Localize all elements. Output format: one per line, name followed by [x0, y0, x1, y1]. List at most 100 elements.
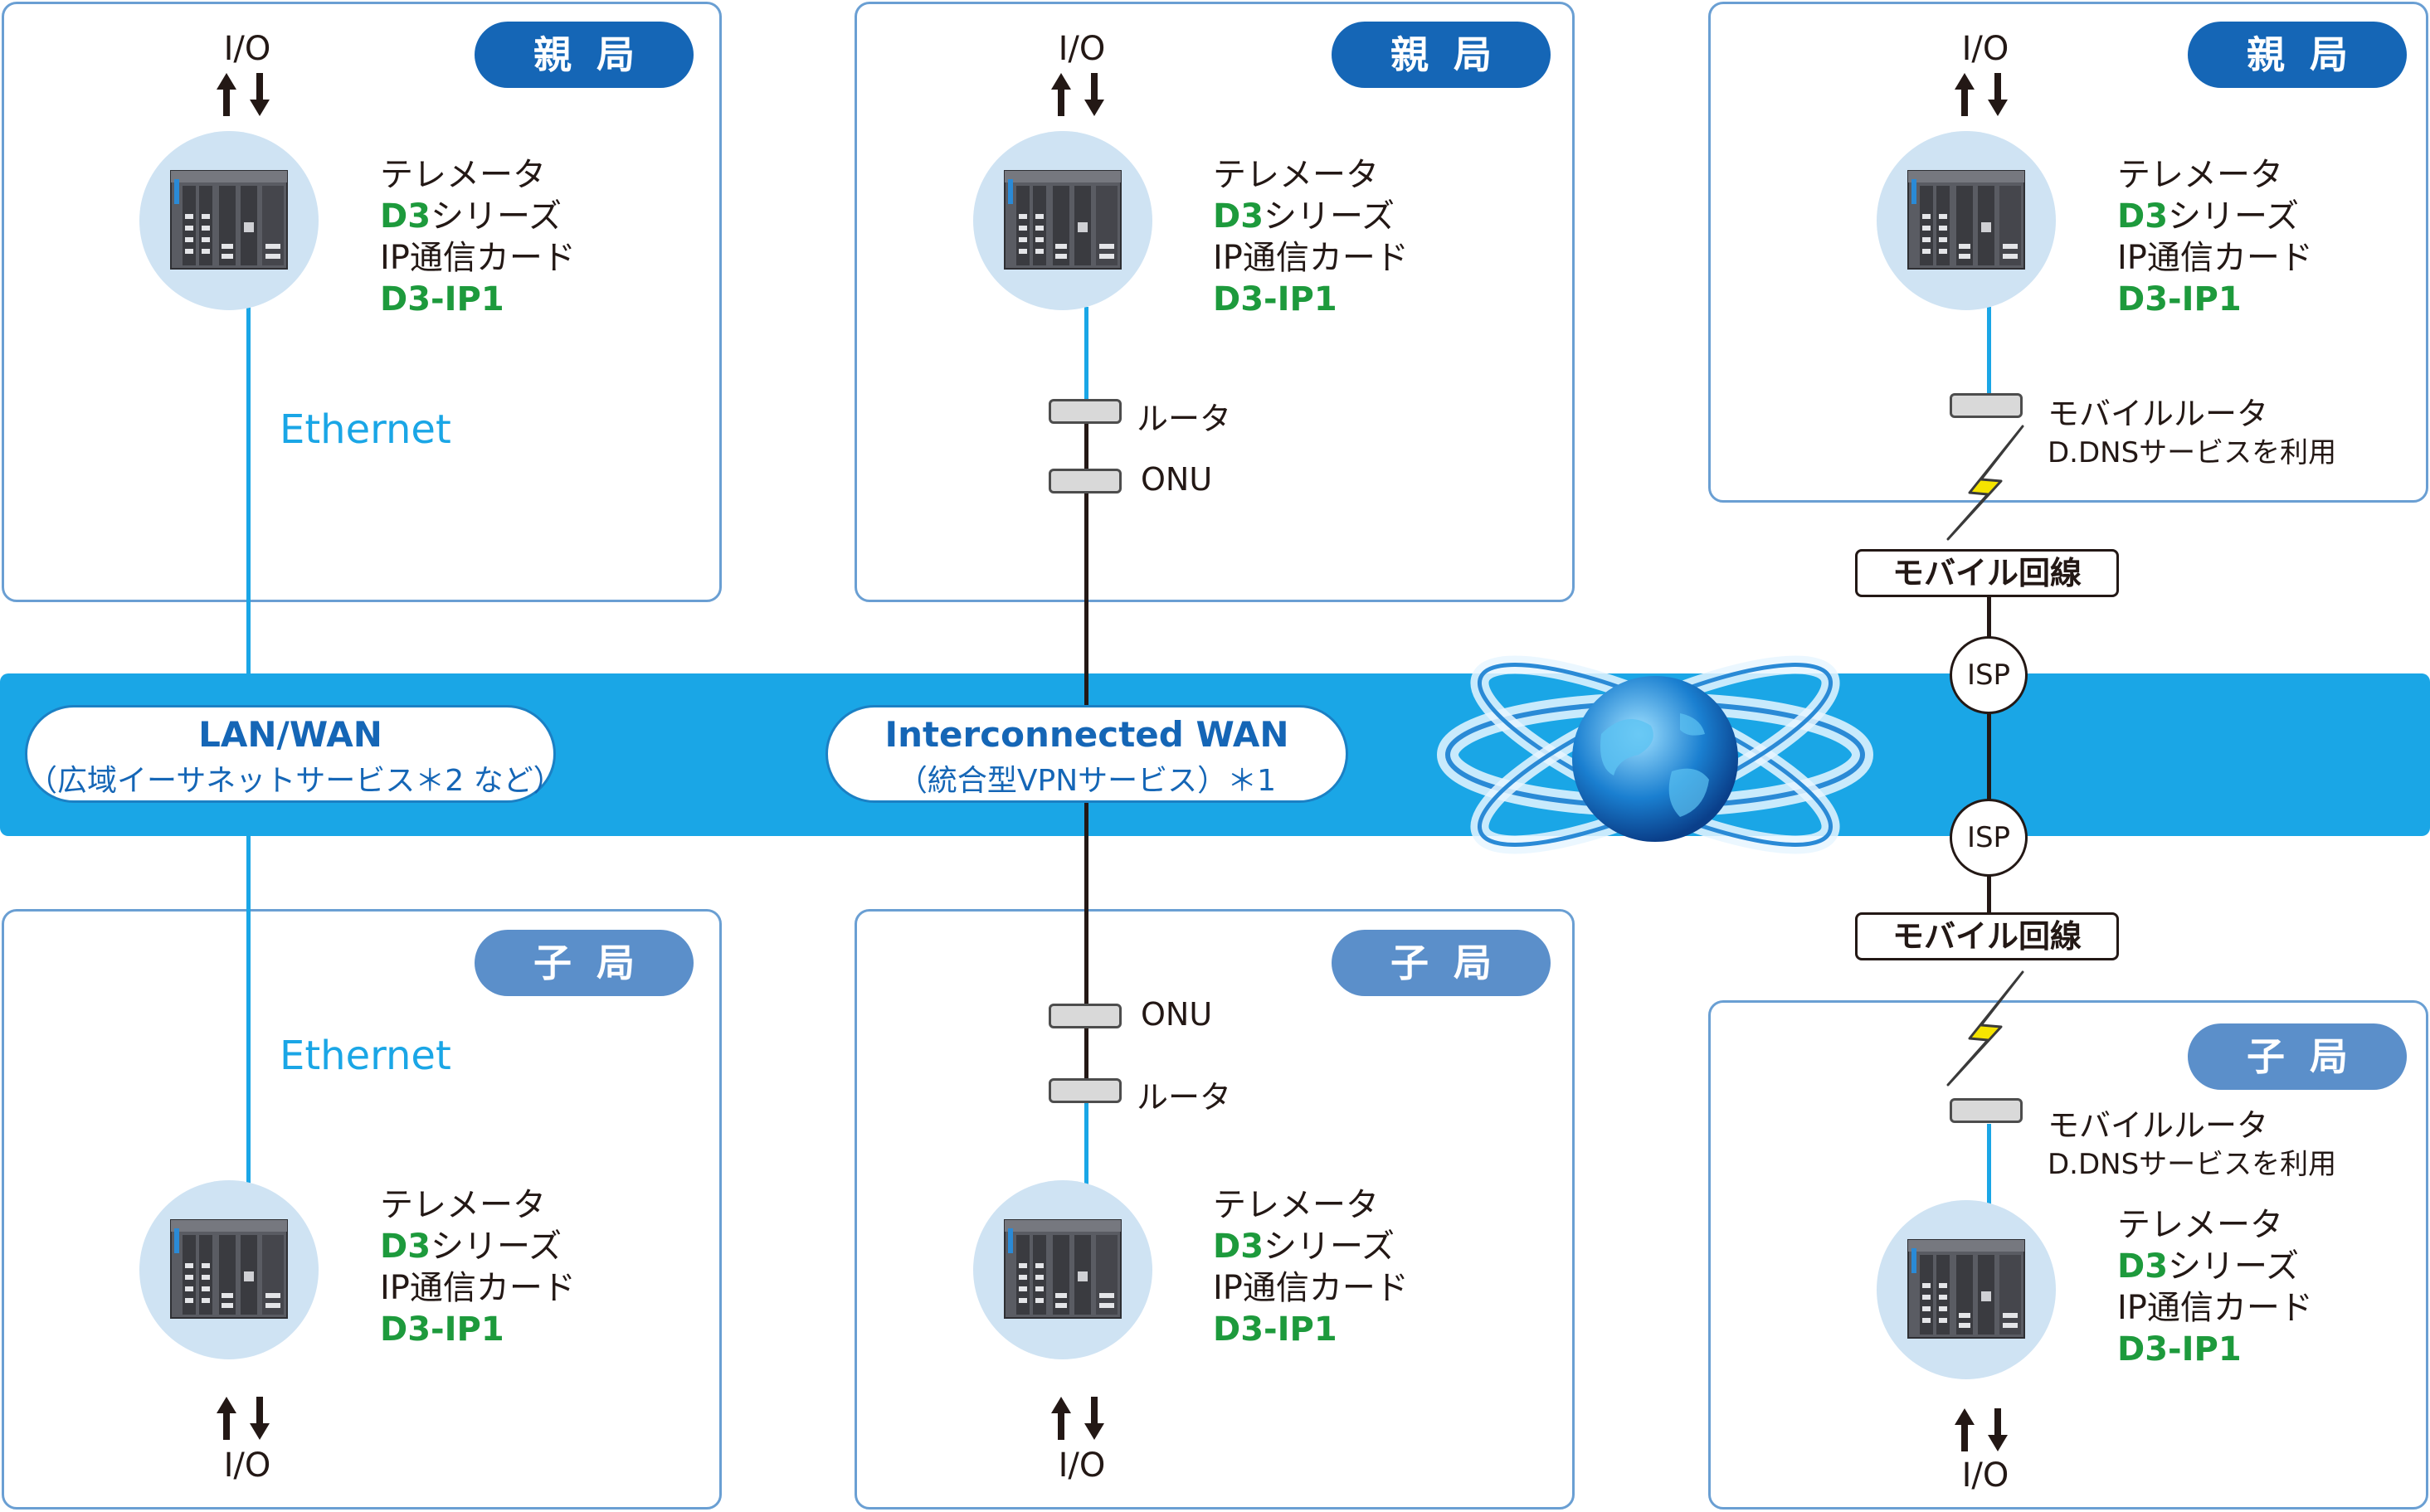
device-description: テレメータ D3シリーズ IP通信カード D3-IP1	[380, 154, 576, 320]
onu-label: ONU	[1141, 996, 1213, 1033]
ddns-note: D.DNSサービスを利用	[2048, 436, 2337, 469]
device-series: D3シリーズ	[380, 1226, 576, 1267]
io-label: I/O	[1058, 30, 1106, 68]
device-model: D3-IP1	[2117, 280, 2242, 318]
series-suffix: シリーズ	[1264, 197, 1395, 236]
lightning-icon	[1946, 970, 2024, 1087]
series-suffix: シリーズ	[431, 1228, 562, 1266]
slave-badge: 子局	[1332, 930, 1551, 996]
device-line-3: IP通信カード	[2117, 1289, 2313, 1327]
cable-router-onu	[1084, 423, 1088, 469]
device-line-1: テレメータ	[1213, 156, 1379, 194]
cable-mobile-router-slave-device	[1987, 1124, 1991, 1219]
onu-box	[1049, 1004, 1122, 1028]
globe-icon	[1437, 655, 1873, 854]
plc-device-image	[139, 1180, 319, 1359]
series-prefix: D3	[1213, 1228, 1264, 1266]
cable-master-device-mobile-router	[1987, 307, 1991, 394]
panel-slave-iwan	[855, 909, 1575, 1510]
device-series: D3シリーズ	[2117, 1246, 2313, 1287]
series-prefix: D3	[380, 197, 431, 236]
cable-onu-router-bottom	[1084, 1028, 1088, 1078]
device-line-1: テレメータ	[380, 1186, 546, 1224]
device-series: D3シリーズ	[2117, 196, 2313, 237]
panel-master-lan	[2, 2, 722, 602]
series-prefix: D3	[380, 1228, 431, 1266]
device-model: D3-IP1	[2117, 1330, 2242, 1369]
series-prefix: D3	[1213, 197, 1264, 236]
iwan-pill: Interconnected WAN （統合型VPNサービス）＊1	[825, 705, 1348, 803]
series-suffix: シリーズ	[2168, 197, 2300, 236]
cable-isp-isp	[1987, 713, 1991, 803]
ethernet-label: Ethernet	[280, 406, 451, 453]
device-line-1: テレメータ	[1213, 1186, 1379, 1224]
device-model: D3-IP1	[1213, 280, 1337, 318]
device-series: D3シリーズ	[1213, 196, 1409, 237]
lan-wan-pill: LAN/WAN （広域イーサネットサービス＊2 など）	[25, 705, 563, 803]
panel-master-iwan	[855, 2, 1575, 602]
device-line-3: IP通信カード	[380, 1269, 576, 1307]
device-line-3: IP通信カード	[1213, 1269, 1409, 1307]
cable-master-device-router	[1084, 307, 1088, 406]
slave-badge: 子局	[2188, 1023, 2407, 1090]
device-model: D3-IP1	[1213, 1310, 1337, 1349]
isp-node-top: ISP	[1950, 636, 2028, 714]
device-description: テレメータ D3シリーズ IP通信カード D3-IP1	[380, 1184, 576, 1350]
iwan-title: Interconnected WAN	[884, 714, 1289, 755]
device-line-3: IP通信カード	[1213, 239, 1409, 277]
mobile-line-label-top: モバイル回線	[1855, 549, 2119, 597]
slave-badge: 子局	[475, 930, 694, 996]
master-badge: 親局	[2188, 22, 2407, 88]
lightning-icon	[1946, 425, 2024, 541]
isp-node-bottom: ISP	[1950, 799, 2028, 877]
lan-wan-subtitle: （広域イーサネットサービス＊2 など）	[27, 764, 563, 798]
mobile-router-label: モバイルルータ	[2048, 396, 2269, 432]
master-badge: 親局	[475, 22, 694, 88]
device-line-3: IP通信カード	[380, 239, 576, 277]
series-suffix: シリーズ	[2168, 1247, 2300, 1286]
device-series: D3シリーズ	[1213, 1226, 1409, 1267]
plc-device-image	[973, 1180, 1152, 1359]
device-description: テレメータ D3シリーズ IP通信カード D3-IP1	[1213, 1184, 1409, 1350]
plc-device-image	[973, 131, 1152, 310]
mobile-line-label-bottom: モバイル回線	[1855, 912, 2119, 960]
lan-wan-title: LAN/WAN	[198, 714, 382, 755]
onu-label: ONU	[1141, 461, 1213, 498]
device-description: テレメータ D3シリーズ IP通信カード D3-IP1	[2117, 154, 2313, 320]
io-label: I/O	[223, 1446, 271, 1485]
arrow-up-down-icon	[1051, 73, 1104, 116]
plc-device-image	[139, 131, 319, 310]
onu-box	[1049, 469, 1122, 493]
io-label: I/O	[1961, 30, 2009, 68]
plc-device-image	[1877, 1200, 2056, 1379]
device-description: テレメータ D3シリーズ IP通信カード D3-IP1	[2117, 1204, 2313, 1370]
device-line-3: IP通信カード	[2117, 239, 2313, 277]
device-series: D3シリーズ	[380, 196, 576, 237]
router-label: ルータ	[1137, 1079, 1232, 1116]
device-line-1: テレメータ	[2117, 156, 2283, 194]
cable-mobile-line-isp-top	[1987, 596, 1991, 662]
master-badge: 親局	[1332, 22, 1551, 88]
arrow-up-down-icon	[1051, 1397, 1104, 1440]
device-model: D3-IP1	[380, 1310, 504, 1349]
cable-network-onu-bottom	[1084, 800, 1088, 1008]
series-suffix: シリーズ	[1264, 1228, 1395, 1266]
mobile-router-box	[1950, 393, 2023, 418]
mobile-router-box	[1950, 1098, 2023, 1123]
device-description: テレメータ D3シリーズ IP通信カード D3-IP1	[1213, 154, 1409, 320]
ethernet-label: Ethernet	[280, 1033, 451, 1079]
router-box	[1049, 399, 1122, 424]
device-line-1: テレメータ	[2117, 1206, 2283, 1244]
router-box	[1049, 1078, 1122, 1103]
panel-slave-lan	[2, 909, 722, 1510]
arrow-up-down-icon	[1955, 1408, 2008, 1451]
series-prefix: D3	[2117, 1247, 2169, 1286]
io-label: I/O	[223, 30, 271, 68]
plc-device-image	[1877, 131, 2056, 310]
io-label: I/O	[1961, 1456, 2009, 1495]
device-model: D3-IP1	[380, 280, 504, 318]
series-suffix: シリーズ	[431, 197, 562, 236]
router-label: ルータ	[1137, 401, 1232, 437]
cable-isp-mobile-line-bottom	[1987, 867, 1991, 918]
iwan-subtitle: （統合型VPNサービス）＊1	[897, 764, 1277, 798]
